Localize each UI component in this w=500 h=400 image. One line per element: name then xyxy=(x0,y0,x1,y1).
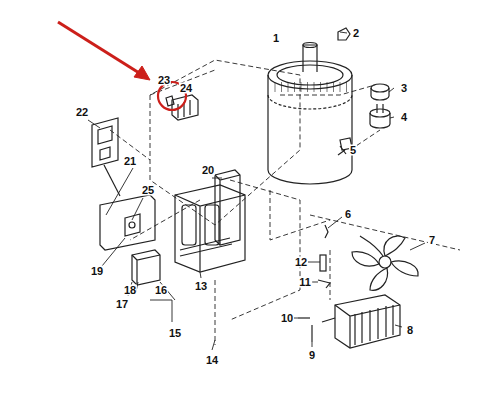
callout-number: 24 xyxy=(179,83,193,94)
callout-number: 25 xyxy=(141,185,155,196)
switch-plate xyxy=(100,165,155,250)
callout-number: 21 xyxy=(123,156,137,167)
bushing xyxy=(370,84,390,128)
callout-number: 3 xyxy=(400,83,408,94)
fan-blade xyxy=(352,236,418,290)
terminal xyxy=(166,96,174,106)
callout-number: 12 xyxy=(294,257,308,268)
screw xyxy=(311,325,312,342)
relay-box xyxy=(132,250,160,285)
callout-number: 17 xyxy=(115,299,129,310)
callout-number: 23 xyxy=(157,75,171,86)
callout-number: 2 xyxy=(352,28,360,39)
callout-number: 1 xyxy=(272,33,280,44)
callout-number: 5 xyxy=(349,145,357,156)
callout-number: 18 xyxy=(123,285,137,296)
callout-number: 9 xyxy=(308,350,316,361)
callout-number: 10 xyxy=(280,313,294,324)
screw xyxy=(298,317,310,318)
winding-texture xyxy=(275,82,347,92)
washer xyxy=(318,280,330,288)
callout-number: 20 xyxy=(201,165,215,176)
fan-motor xyxy=(322,295,400,348)
callout-number: 8 xyxy=(406,325,414,336)
capacitor xyxy=(215,170,240,245)
callout-number: 14 xyxy=(205,355,219,366)
callout-number: 19 xyxy=(90,266,104,277)
bracket xyxy=(320,255,326,271)
callout-number: 11 xyxy=(298,277,312,288)
callout-number: 22 xyxy=(75,107,89,118)
transformer xyxy=(175,185,245,272)
clip xyxy=(325,225,328,238)
leader-line xyxy=(88,32,425,350)
callout-number: 15 xyxy=(168,328,182,339)
callout-number: 16 xyxy=(154,285,168,296)
screw xyxy=(338,146,346,155)
callout-number: 4 xyxy=(400,112,408,123)
callout-number: 7 xyxy=(428,235,436,246)
callout-number: 6 xyxy=(344,209,352,220)
highlight-arrow xyxy=(58,22,186,110)
callout-number: 13 xyxy=(194,281,208,292)
motor-housing xyxy=(268,43,352,185)
nut xyxy=(338,28,350,40)
assembly-line xyxy=(110,60,460,345)
